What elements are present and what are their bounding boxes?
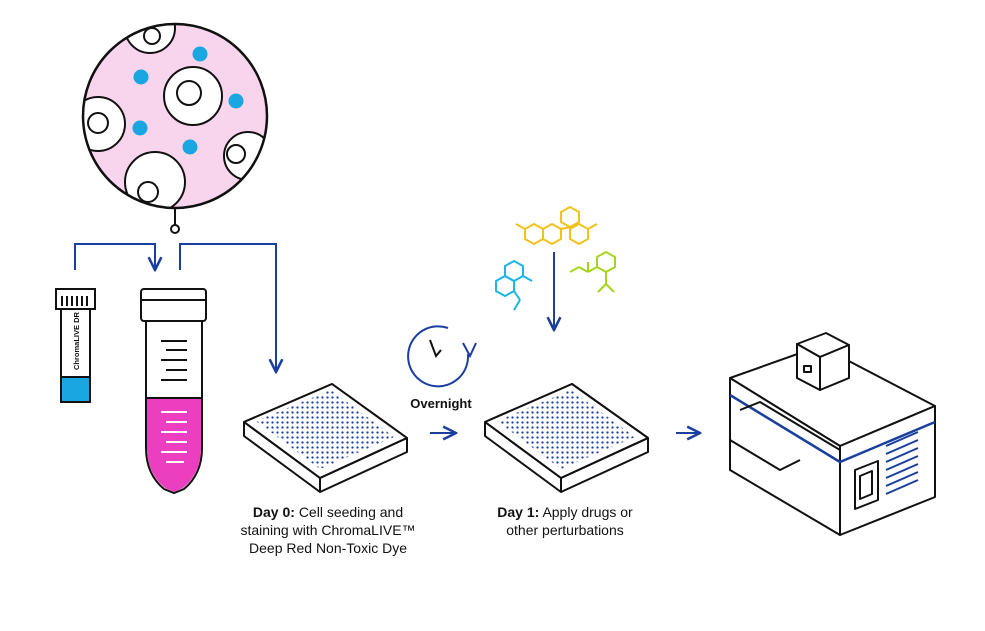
well-plate-icon (243, 383, 408, 493)
connector-arrows (74, 243, 700, 433)
cell-magnifier-icon (81, 22, 269, 234)
day1-caption: Day 1: Apply drugs or other perturbation… (475, 503, 655, 539)
overnight-label: Overnight (410, 396, 472, 411)
day0-line1: Cell seeding and (298, 504, 404, 520)
dye-tube-label: ChromaLIVE DR (72, 311, 81, 370)
day0-caption: Day 0: Cell seeding and staining with Ch… (228, 503, 428, 557)
conical-tube-icon (140, 288, 207, 495)
well-plate-icon (484, 383, 649, 493)
day1-line1: Apply drugs or (542, 504, 633, 520)
day1-heading: Day 1: (497, 504, 540, 520)
imager-instrument-icon (729, 332, 936, 536)
clock-icon (407, 325, 477, 388)
day0-line2: staining with ChromaLIVE™ (240, 522, 416, 538)
dye-tube-icon (55, 288, 96, 403)
day0-heading: Day 0: (252, 504, 295, 520)
day1-line2: other perturbations (506, 522, 624, 538)
molecule-icon (495, 206, 616, 311)
day0-line3: Deep Red Non-Toxic Dye (249, 540, 407, 556)
